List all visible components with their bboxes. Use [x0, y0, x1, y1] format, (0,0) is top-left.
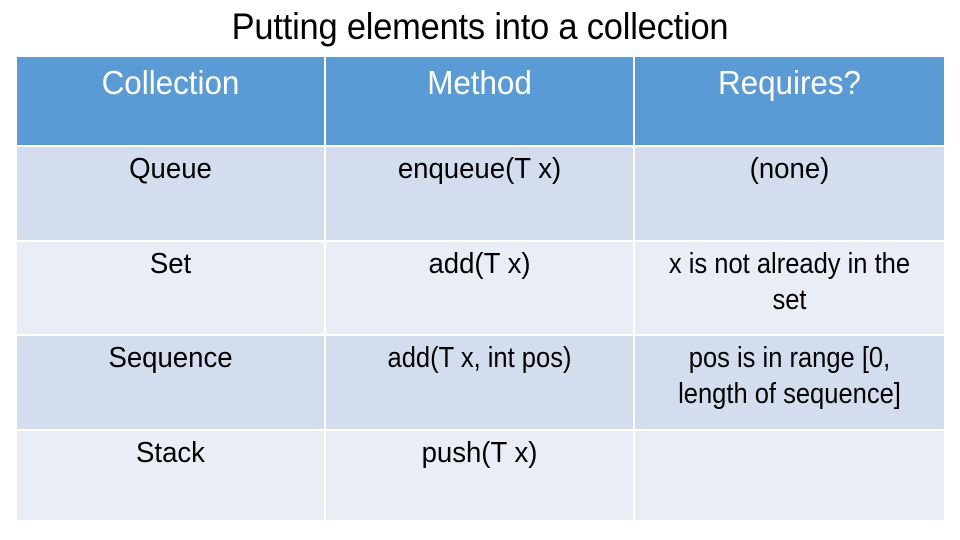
- cell-requires-text: pos is in range [0, length of sequence]: [678, 342, 901, 410]
- column-header-collection[interactable]: Collection: [17, 57, 326, 147]
- column-header-collection-label: Collection: [101, 64, 240, 101]
- column-header-method-label: Method: [427, 64, 532, 101]
- cell-collection: Stack: [17, 431, 326, 522]
- cell-collection: Sequence: [17, 336, 326, 431]
- cell-method-text: add(T x, int pos): [387, 342, 572, 374]
- cell-collection-text: Stack: [136, 437, 205, 469]
- collection-methods-table: Collection Method Requires? Queue enqueu…: [17, 57, 944, 522]
- page-title: Putting elements into a collection: [231, 6, 729, 47]
- cell-collection-text: Set: [149, 248, 192, 280]
- cell-requires-text: x is not already in the set: [668, 248, 911, 316]
- table-row[interactable]: Queue enqueue(T x) (none): [17, 147, 944, 242]
- cell-method-text: enqueue(T x): [397, 153, 562, 185]
- cell-collection: Set: [17, 242, 326, 336]
- cell-method: enqueue(T x): [326, 147, 635, 242]
- cell-method: add(T x, int pos): [326, 336, 635, 431]
- table-header-row: Collection Method Requires?: [17, 57, 944, 147]
- cell-method: push(T x): [326, 431, 635, 522]
- cell-requires-text: (none): [749, 153, 830, 185]
- table-header: Collection Method Requires?: [17, 57, 944, 147]
- column-header-requires-label: Requires?: [718, 64, 861, 101]
- table-row[interactable]: Sequence add(T x, int pos) pos is in ran…: [17, 336, 944, 431]
- cell-requires: (none): [635, 147, 944, 242]
- column-header-requires[interactable]: Requires?: [635, 57, 944, 147]
- cell-collection-text: Sequence: [108, 342, 233, 374]
- table-body: Queue enqueue(T x) (none) Set add(T x) x…: [17, 147, 944, 522]
- cell-method-text: add(T x): [428, 248, 531, 280]
- cell-requires: x is not already in the set: [635, 242, 944, 336]
- cell-method: add(T x): [326, 242, 635, 336]
- cell-collection-text: Queue: [129, 153, 212, 185]
- table-row[interactable]: Set add(T x) x is not already in the set: [17, 242, 944, 336]
- cell-requires: [635, 431, 944, 522]
- cell-requires: pos is in range [0, length of sequence]: [635, 336, 944, 431]
- cell-method-text: push(T x): [421, 437, 538, 469]
- cell-collection: Queue: [17, 147, 326, 242]
- table-row[interactable]: Stack push(T x): [17, 431, 944, 522]
- column-header-method[interactable]: Method: [326, 57, 635, 147]
